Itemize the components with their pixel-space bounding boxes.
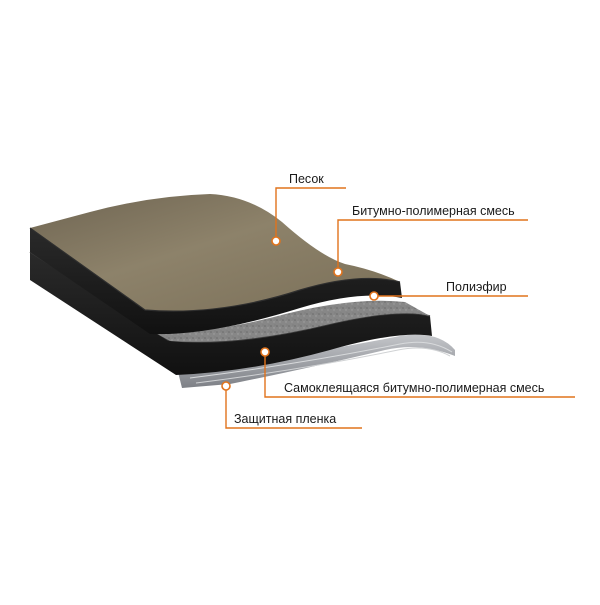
sand-layer <box>30 194 400 312</box>
self-adhesive-bitumen-layer <box>30 252 432 375</box>
bitumen-polymer-layer <box>30 228 402 335</box>
protective-film-layer <box>178 334 455 388</box>
polyester-layer <box>150 300 430 342</box>
label-polyester: Полиэфир <box>446 280 507 294</box>
leader-lines <box>225 187 575 429</box>
leader-dots <box>221 236 379 391</box>
label-self-adhesive-mix: Самоклеящаяся битумно-полимерная смесь <box>284 381 545 395</box>
label-bitumen-polymer-mix: Битумно-полимерная смесь <box>352 204 515 218</box>
label-sand: Песок <box>289 172 324 186</box>
label-protective-film: Защитная пленка <box>234 412 337 426</box>
